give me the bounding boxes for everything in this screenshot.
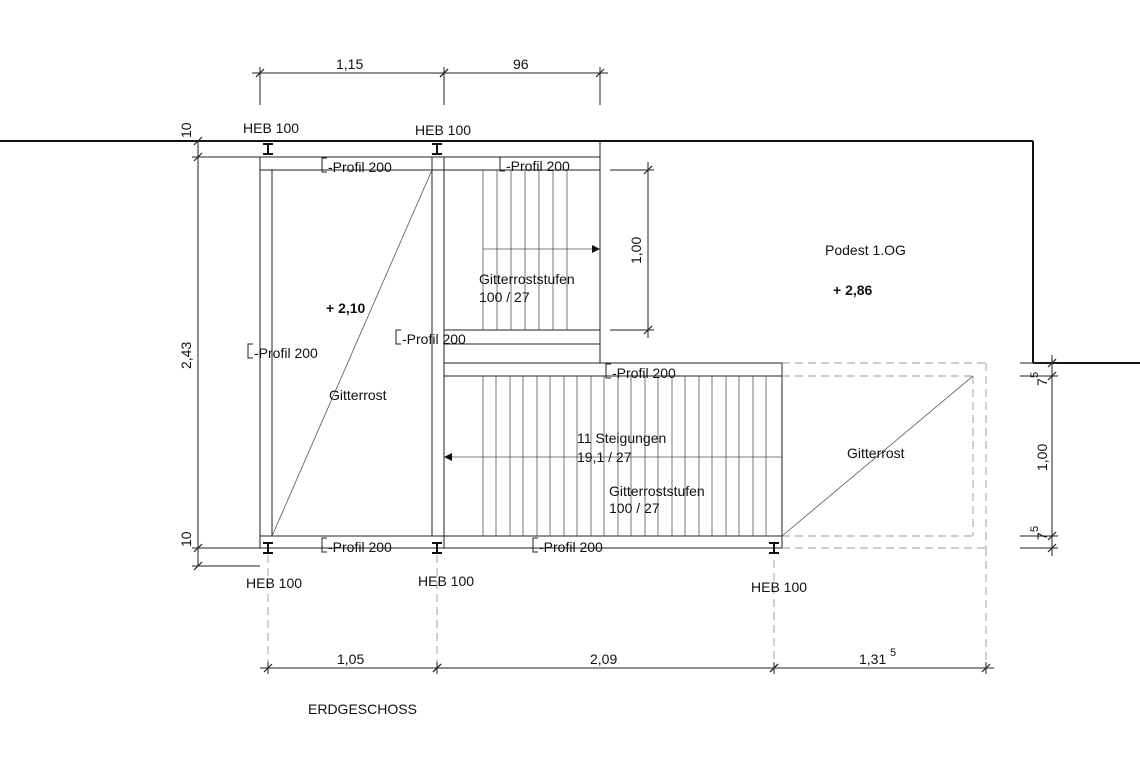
level-podest: + 2,86 — [833, 282, 873, 298]
channel-profile-icon — [605, 363, 611, 379]
arrow-head-upper-icon — [592, 245, 600, 253]
dim-right-top: 7 — [1034, 378, 1050, 386]
steigungen-ratio: 19,1 / 27 — [577, 449, 632, 465]
right-landing — [781, 362, 987, 549]
upper-treads — [482, 170, 568, 330]
dim-bottom-3: 1,31 — [859, 651, 886, 667]
left-landing — [259, 156, 782, 549]
lower-stair-run — [444, 362, 783, 549]
gitterrost-diagonal-left — [271, 169, 433, 537]
channel-profile-icon — [499, 156, 505, 172]
dim-right-mid: 1,00 — [1034, 444, 1050, 471]
heb-i-beam-icon — [432, 542, 442, 554]
upper-stair-run — [444, 140, 601, 363]
floor-title: ERDGESCHOSS — [308, 701, 417, 717]
dim-right-bottom: 7 — [1034, 532, 1050, 540]
dim-top-2: 96 — [513, 56, 529, 72]
heb-columns — [263, 143, 779, 554]
heb-label-top-left: HEB 100 — [243, 120, 299, 136]
profil-label-bot-mid: -Profil 200 — [539, 539, 603, 555]
heb-label-top-mid: HEB 100 — [415, 122, 471, 138]
dimension-tick — [439, 68, 449, 78]
stufen-upper-label: Gitterroststufen — [479, 271, 575, 287]
gitterrost-diagonal-right — [781, 375, 974, 537]
dimension-tick — [595, 68, 605, 78]
profil-label-top-left: -Profil 200 — [328, 159, 392, 175]
lower-treads — [482, 376, 767, 536]
dim-right-bottom-sup: 5 — [1029, 526, 1041, 532]
profil-label-landing: -Profil 200 — [612, 365, 676, 381]
gitterrost-left-label: Gitterrost — [329, 387, 387, 403]
dim-right-top-sup: 5 — [1029, 372, 1041, 378]
dim-bottom-1: 1,05 — [337, 651, 364, 667]
profil-label-center: -Profil 200 — [402, 331, 466, 347]
dim-upper-run: 1,00 — [628, 237, 644, 264]
heb-label-bot-right: HEB 100 — [751, 579, 807, 595]
channel-profile-icon — [321, 157, 327, 173]
profil-label-left: -Profil 200 — [254, 345, 318, 361]
channel-profile-icon — [532, 537, 538, 553]
podest-label: Podest 1.OG — [825, 242, 906, 258]
dim-bottom-3-sup: 5 — [890, 647, 896, 659]
channel-profile-icon — [247, 343, 253, 359]
stufen-lower-label: Gitterroststufen — [609, 483, 705, 499]
profil-label-top-mid: -Profil 200 — [506, 158, 570, 174]
heb-label-bot-mid: HEB 100 — [418, 573, 474, 589]
profil-label-bot-left: -Profil 200 — [328, 539, 392, 555]
dimension-tick — [432, 663, 442, 673]
steigungen-label: 11 Steigungen — [577, 430, 666, 446]
arrow-head-lower-icon — [444, 453, 452, 461]
dimension-tick — [981, 663, 991, 673]
dimension-tick — [769, 663, 779, 673]
channel-profile-icon — [321, 537, 327, 553]
dimension-lines — [192, 67, 1058, 674]
profile-symbols — [247, 156, 611, 553]
dim-top-1: 1,15 — [336, 56, 363, 72]
heb-label-bot-left: HEB 100 — [246, 575, 302, 591]
stufen-lower-size: 100 / 27 — [609, 500, 660, 516]
dimension-tick — [263, 663, 273, 673]
stufen-upper-size: 100 / 27 — [479, 289, 530, 305]
dim-left-top: 10 — [178, 122, 194, 138]
gitterrost-right-label: Gitterrost — [847, 445, 905, 461]
level-left: + 2,10 — [326, 300, 366, 316]
dim-bottom-2: 2,09 — [590, 651, 617, 667]
axis-lines — [267, 548, 987, 668]
dim-left-total: 2,43 — [178, 342, 194, 369]
heb-i-beam-icon — [263, 143, 273, 155]
labels: HEB 100 HEB 100 HEB 100 HEB 100 HEB 100 … — [178, 56, 1050, 717]
heb-i-beam-icon — [263, 542, 273, 554]
dimension-tick — [255, 68, 265, 78]
heb-i-beam-icon — [432, 143, 442, 155]
channel-profile-icon — [395, 329, 401, 345]
dim-left-bottom: 10 — [178, 531, 194, 547]
heb-i-beam-icon — [769, 542, 779, 554]
